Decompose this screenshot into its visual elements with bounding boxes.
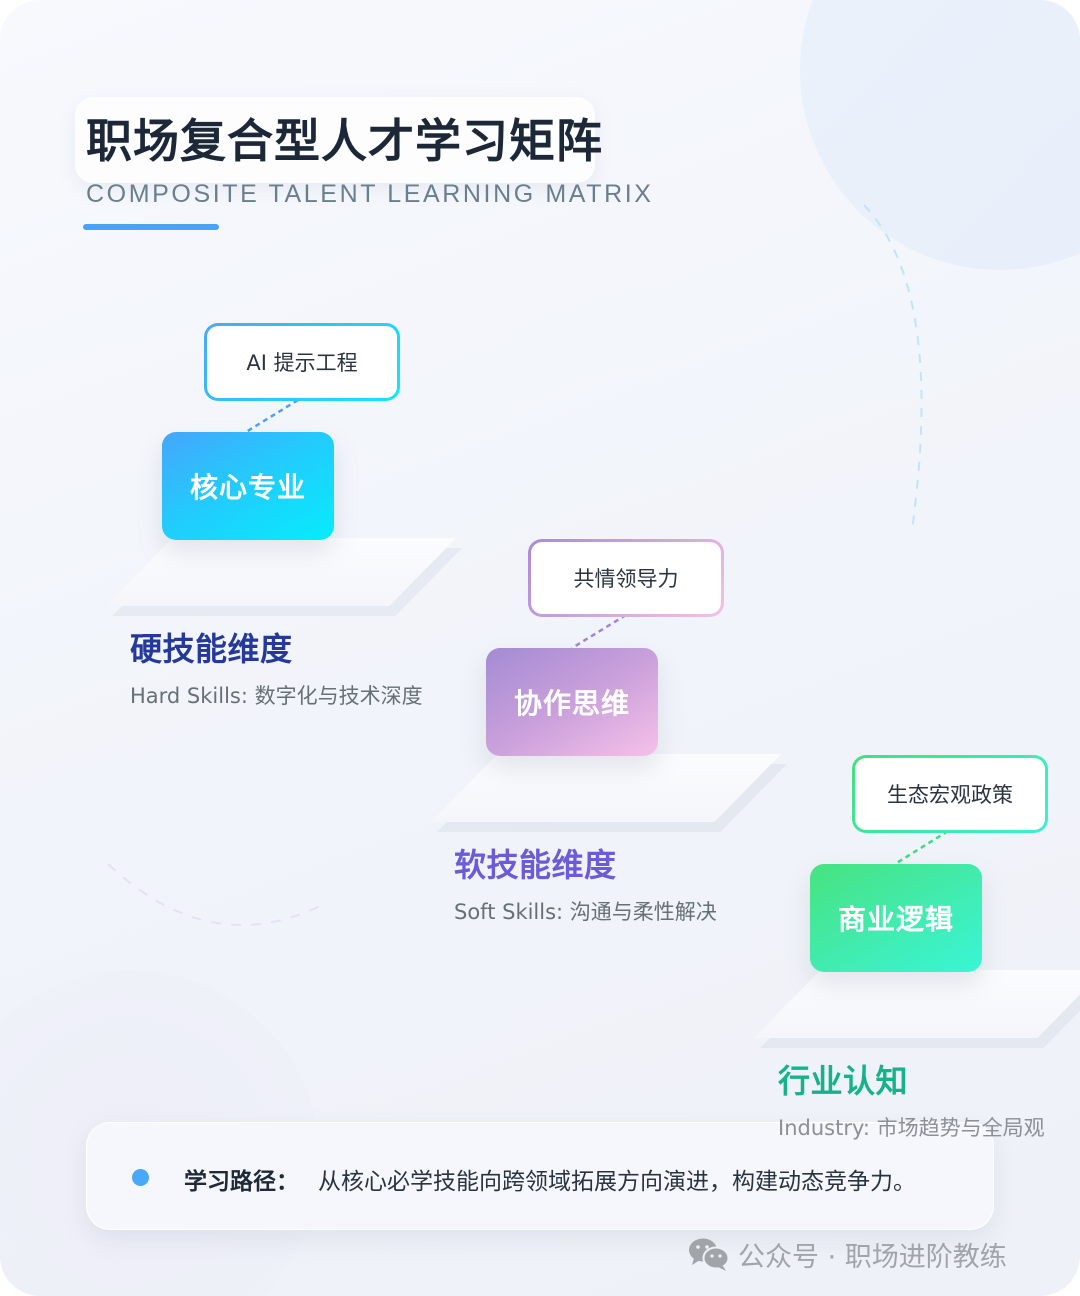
dimension-title-hard-skills: 硬技能维度 (130, 630, 293, 668)
block-collaborative-thinking: 协作思维 (486, 648, 658, 756)
title-accent-bar (83, 224, 219, 230)
summary-label: 学习路径： (184, 1169, 299, 1195)
platform-soft-skills (431, 754, 781, 822)
tag-empathetic-leadership: 共情领导力 (528, 539, 724, 617)
block-business-logic: 商业逻辑 (810, 864, 982, 972)
block-core-major: 核心专业 (162, 432, 334, 540)
tag-ai-prompt-engineering: AI 提示工程 (204, 323, 400, 401)
dimension-subtitle-soft-skills: Soft Skills: 沟通与柔性解决 (454, 900, 717, 924)
bullet-dot-icon (132, 1169, 149, 1186)
dimension-subtitle-hard-skills: Hard Skills: 数字化与技术深度 (130, 684, 423, 708)
footer-text: 公众号 · 职场进阶教练 (738, 1241, 1007, 1273)
tag-label: AI 提示工程 (207, 326, 397, 398)
summary-text: 从核心必学技能向跨领域拓展方向演进，构建动态竞争力。 (318, 1169, 916, 1195)
learning-path-summary (86, 1122, 994, 1230)
page-subtitle: COMPOSITE TALENT LEARNING MATRIX (86, 180, 654, 208)
wechat-icon (689, 1238, 730, 1271)
tag-label: 生态宏观政策 (855, 758, 1045, 830)
dimension-title-soft-skills: 软技能维度 (454, 846, 617, 884)
dimension-title-industry: 行业认知 (778, 1062, 909, 1100)
page-title: 职场复合型人才学习矩阵 (86, 114, 603, 168)
decorative-circle-top-right (800, 0, 1080, 270)
dimension-subtitle-industry: Industry: 市场趋势与全局观 (778, 1116, 1045, 1140)
footer-watermark: 公众号 · 职场进阶教练 (688, 1234, 1007, 1274)
tag-label: 共情领导力 (531, 542, 721, 614)
title-backdrop (75, 97, 595, 183)
tag-ecosystem-macro-policy: 生态宏观政策 (852, 755, 1048, 833)
platform-hard-skills (106, 538, 456, 606)
platform-industry (754, 970, 1080, 1038)
